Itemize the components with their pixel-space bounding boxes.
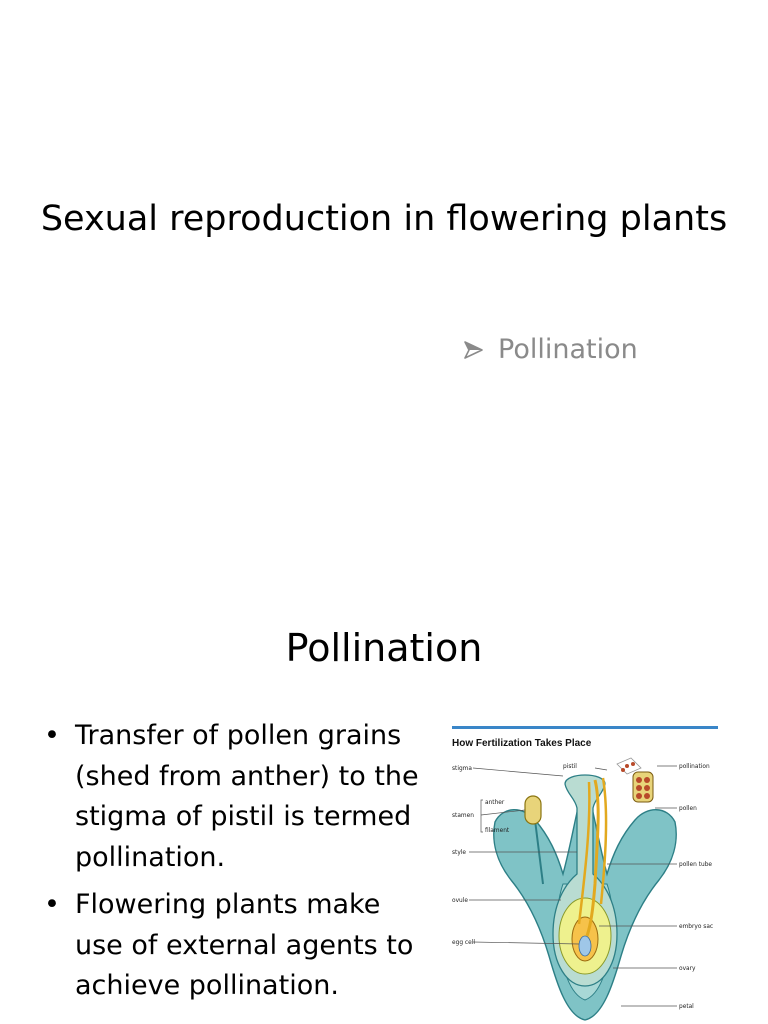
subtitle-text: Pollination [498,334,638,365]
label-filament: filament [485,826,510,834]
pollen-tube-shape [585,779,600,937]
title-slide: Sexual reproduction in flowering plants … [40,199,728,365]
list-item: • Transfer of pollen grains (shed from an… [44,716,424,878]
label-petal: petal [679,1002,694,1010]
bullet-dot-icon: • [44,889,60,920]
anther-shape [524,795,542,825]
label-anther: anther [485,798,505,806]
label-style: style [452,848,466,856]
label-stigma: stigma [452,764,472,772]
bullet-text: Flowering plants make use of external ag… [75,889,414,1001]
label-pollination: pollination [679,762,710,770]
fertilization-diagram: How Fertilization Takes Place [445,724,725,1024]
label-pollen: pollen [679,804,697,812]
pollen-cluster [616,757,654,803]
slide-title: Sexual reproduction in flowering plants [40,199,728,239]
bullet-list: • Transfer of pollen grains (shed from an… [44,716,424,1014]
slide-title: Pollination [285,626,483,670]
pollen-tube-shape [577,781,591,925]
label-pistil: pistil [563,762,577,770]
label-pollen-tube: pollen tube [679,860,712,868]
label-embryo-sac: embryo sac [679,922,713,930]
label-stamen: stamen [452,811,474,819]
pollination-slide: Pollination • Transfer of pollen grains (… [0,576,768,1024]
label-ovule: ovule [452,896,468,904]
egg-cell-shape [578,935,592,957]
subtitle-item: Pollination [462,334,638,365]
figure-title: How Fertilization Takes Place [452,738,592,749]
label-egg-cell: egg cell [452,938,475,946]
pollen-tube-shape [599,777,608,905]
list-item: • Flowering plants make use of external a… [44,885,424,1007]
figure-top-rule [452,726,718,729]
leader-lines [469,765,677,1007]
arrow-bullet-icon [464,340,483,359]
bullet-dot-icon: • [44,720,60,751]
label-ovary: ovary [679,964,696,972]
bullet-text: Transfer of pollen grains (shed from ant… [75,720,419,873]
